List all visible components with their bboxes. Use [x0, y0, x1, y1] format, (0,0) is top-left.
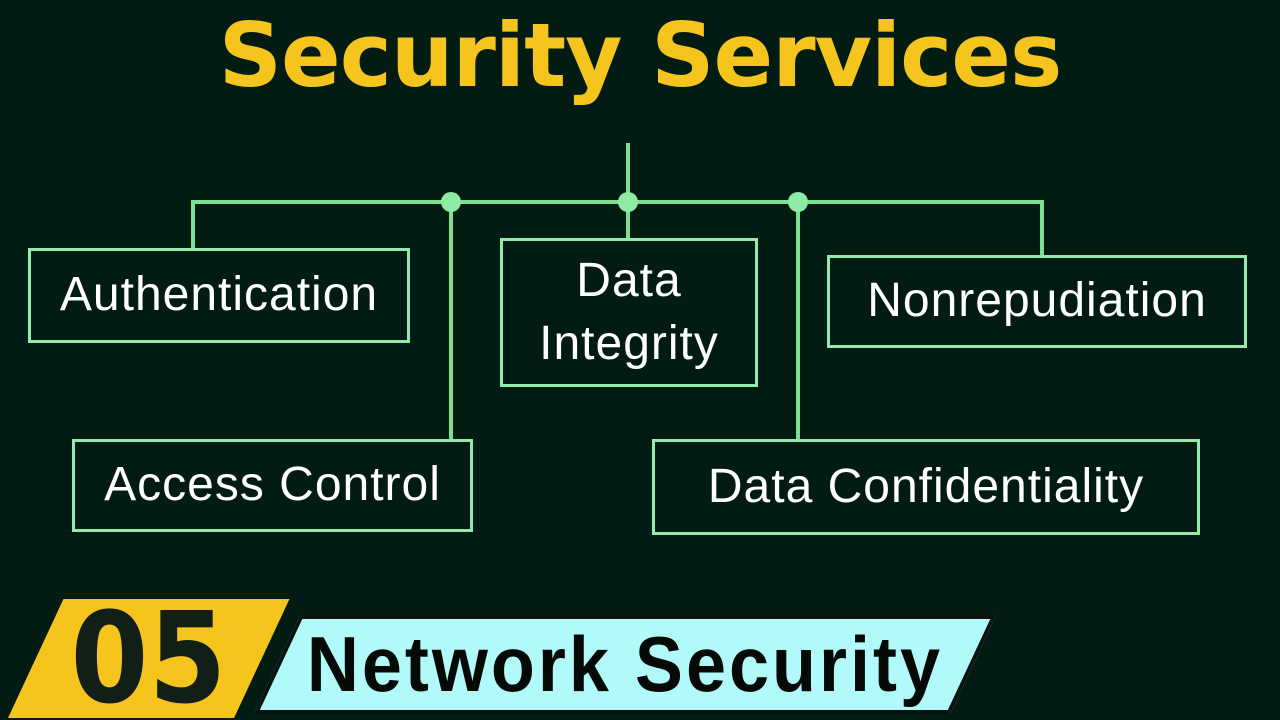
node-label: Data Integrity [539, 254, 719, 370]
connector-stem [626, 143, 630, 203]
episode-number: 05 [70, 585, 227, 720]
page-title: Security Services [218, 4, 1063, 107]
junction-dot-left [441, 192, 461, 212]
node-nonrepudiation: Nonrepudiation [827, 255, 1247, 348]
node-label: Access Control [104, 458, 441, 512]
connector-horizontal [191, 200, 1044, 204]
connector-drop-nonrepudiation [1040, 200, 1044, 257]
episode-badge: 05 [8, 585, 290, 720]
node-label: Data Confidentiality [707, 459, 1145, 513]
series-badge: Network Security [254, 615, 997, 714]
junction-dot-right [788, 192, 808, 212]
node-label: Authentication [59, 268, 379, 322]
connector-drop-data-confidentiality [796, 200, 800, 441]
node-label: Nonrepudiation [867, 274, 1207, 328]
node-data-integrity: Data Integrity [500, 238, 758, 387]
node-data-confidentiality: Data Confidentiality [652, 439, 1200, 535]
connector-drop-access-control [449, 200, 453, 441]
connector-drop-authentication [191, 200, 195, 250]
junction-dot-center [618, 192, 638, 212]
node-authentication: Authentication [28, 248, 410, 343]
series-title: Network Security [306, 621, 944, 708]
connector-drop-data-integrity [626, 200, 630, 240]
node-access-control: Access Control [72, 439, 473, 532]
